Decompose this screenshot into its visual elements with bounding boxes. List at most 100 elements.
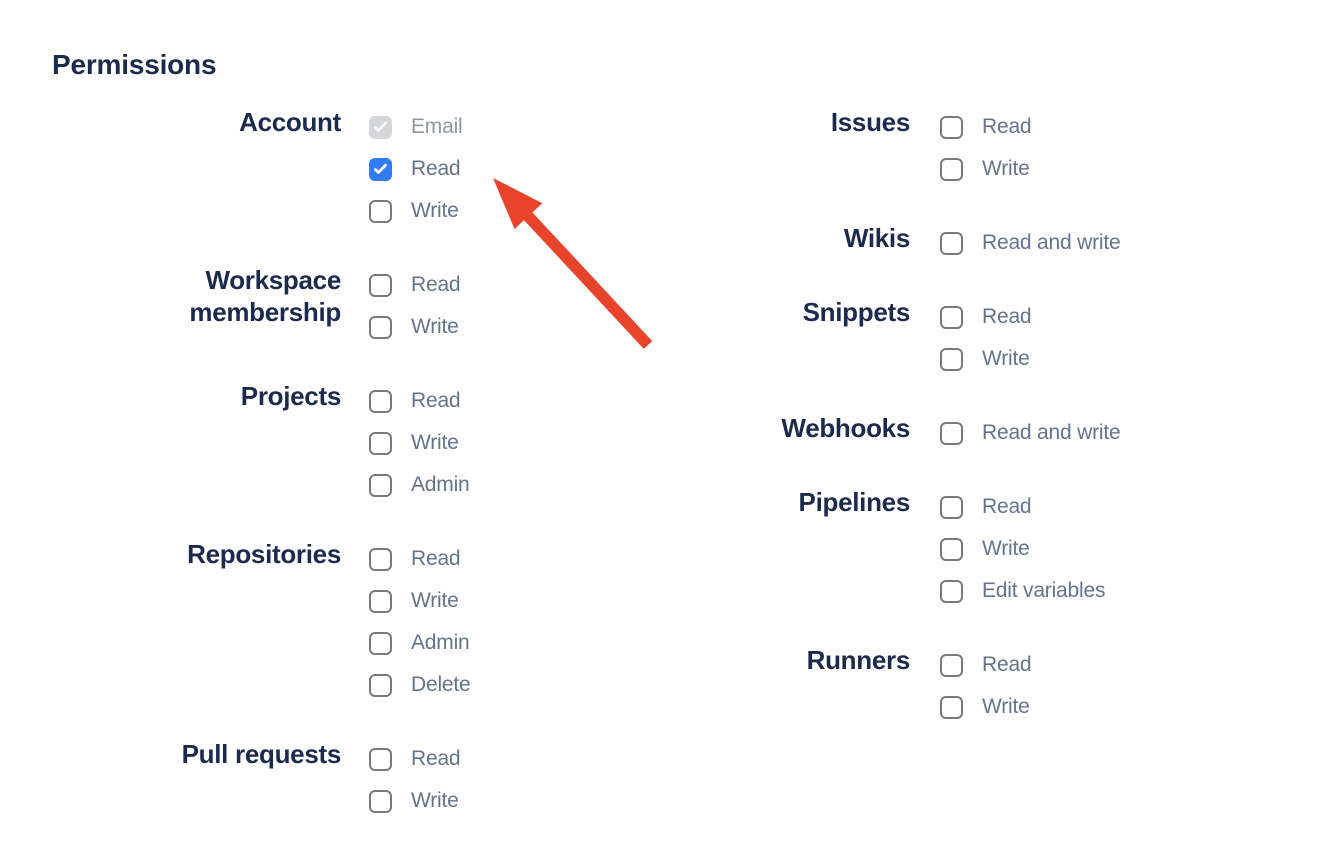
option-label: Read [411, 389, 461, 412]
option-workspace-write[interactable]: Write [369, 306, 700, 348]
group-label-workspace-membership: Workspace membership [189, 265, 341, 327]
option-repositories-admin[interactable]: Admin [369, 622, 700, 664]
group-snippets: Snippets Read Write [700, 296, 1322, 380]
option-label: Read [982, 495, 1032, 518]
option-label: Admin [411, 631, 470, 654]
projects-read-checkbox[interactable] [369, 389, 392, 413]
option-label: Delete [411, 673, 471, 696]
option-repositories-delete[interactable]: Delete [369, 664, 700, 706]
group-options-projects: Read Write Admin [369, 380, 700, 506]
group-label-issues: Issues [830, 107, 910, 137]
page-title: Permissions [52, 49, 217, 80]
option-projects-write[interactable]: Write [369, 422, 700, 464]
projects-admin-checkbox[interactable] [369, 473, 392, 497]
option-account-email: Email [369, 106, 700, 148]
option-account-write[interactable]: Write [369, 190, 700, 232]
permissions-column-left: Account Email Read Write [52, 106, 700, 844]
option-label: Write [411, 589, 459, 612]
repositories-write-checkbox[interactable] [369, 589, 392, 613]
option-pull-requests-read[interactable]: Read [369, 738, 700, 780]
group-label-repositories: Repositories [187, 539, 341, 569]
option-repositories-write[interactable]: Write [369, 580, 700, 622]
option-projects-read[interactable]: Read [369, 380, 700, 422]
option-webhooks-read-and-write[interactable]: Read and write [940, 412, 1322, 454]
group-label-account: Account [239, 107, 341, 137]
option-label: Read [411, 747, 461, 770]
workspace-read-checkbox[interactable] [369, 273, 392, 297]
runners-read-checkbox[interactable] [940, 653, 963, 677]
snippets-write-checkbox[interactable] [940, 347, 963, 371]
option-label: Write [982, 695, 1030, 718]
option-label: Write [411, 789, 459, 812]
group-pull-requests: Pull requests Read Write [52, 738, 700, 822]
option-projects-admin[interactable]: Admin [369, 464, 700, 506]
group-repositories: Repositories Read Write Admin [52, 538, 700, 706]
issues-read-checkbox[interactable] [940, 115, 963, 139]
repositories-admin-checkbox[interactable] [369, 631, 392, 655]
option-label: Write [982, 157, 1030, 180]
group-webhooks: Webhooks Read and write [700, 412, 1322, 454]
option-wikis-read-and-write[interactable]: Read and write [940, 222, 1322, 264]
account-write-checkbox[interactable] [369, 199, 392, 223]
pipelines-read-checkbox[interactable] [940, 495, 963, 519]
option-account-read[interactable]: Read [369, 148, 700, 190]
option-workspace-read[interactable]: Read [369, 264, 700, 306]
group-options-runners: Read Write [940, 644, 1322, 728]
pull-requests-read-checkbox[interactable] [369, 747, 392, 771]
option-runners-read[interactable]: Read [940, 644, 1322, 686]
group-options-issues: Read Write [940, 106, 1322, 190]
option-label: Edit variables [982, 579, 1106, 602]
option-label: Read [411, 157, 461, 180]
group-label-projects: Projects [240, 381, 342, 411]
account-read-checkbox[interactable] [369, 157, 392, 181]
group-runners: Runners Read Write [700, 644, 1322, 728]
group-options-repositories: Read Write Admin Delete [369, 538, 700, 706]
option-pipelines-read[interactable]: Read [940, 486, 1322, 528]
group-pipelines: Pipelines Read Write Edit variables [700, 486, 1322, 612]
group-issues: Issues Read Write [700, 106, 1322, 190]
workspace-write-checkbox[interactable] [369, 315, 392, 339]
repositories-read-checkbox[interactable] [369, 547, 392, 571]
group-options-workspace-membership: Read Write [369, 264, 700, 348]
option-pipelines-write[interactable]: Write [940, 528, 1322, 570]
pipelines-edit-variables-checkbox[interactable] [940, 579, 963, 603]
permissions-columns: Account Email Read Write [52, 106, 1322, 844]
option-label: Write [411, 199, 459, 222]
option-label: Write [411, 315, 459, 338]
option-issues-read[interactable]: Read [940, 106, 1322, 148]
option-label: Read [982, 115, 1032, 138]
pipelines-write-checkbox[interactable] [940, 537, 963, 561]
group-label-snippets: Snippets [802, 297, 911, 327]
checkmark-icon [373, 117, 388, 133]
permissions-column-right: Issues Read Write Wikis [700, 106, 1322, 760]
group-options-account: Email Read Write [369, 106, 700, 232]
group-options-webhooks: Read and write [940, 412, 1322, 454]
runners-write-checkbox[interactable] [940, 695, 963, 719]
option-pipelines-edit-variables[interactable]: Edit variables [940, 570, 1322, 612]
repositories-delete-checkbox[interactable] [369, 673, 392, 697]
option-label: Write [982, 347, 1030, 370]
group-options-pull-requests: Read Write [369, 738, 700, 822]
webhooks-read-and-write-checkbox[interactable] [940, 421, 963, 445]
option-label: Read [411, 547, 461, 570]
group-label-runners: Runners [806, 645, 911, 675]
option-label: Write [982, 537, 1030, 560]
pull-requests-write-checkbox[interactable] [369, 789, 392, 813]
projects-write-checkbox[interactable] [369, 431, 392, 455]
option-runners-write[interactable]: Write [940, 686, 1322, 728]
option-label: Read and write [982, 231, 1121, 254]
wikis-read-and-write-checkbox[interactable] [940, 231, 963, 255]
issues-write-checkbox[interactable] [940, 157, 963, 181]
option-issues-write[interactable]: Write [940, 148, 1322, 190]
snippets-read-checkbox[interactable] [940, 305, 963, 329]
option-snippets-write[interactable]: Write [940, 338, 1322, 380]
group-projects: Projects Read Write Admin [52, 380, 700, 506]
group-options-snippets: Read Write [940, 296, 1322, 380]
option-repositories-read[interactable]: Read [369, 538, 700, 580]
group-label-pull-requests: Pull requests [181, 739, 342, 769]
group-options-pipelines: Read Write Edit variables [940, 486, 1322, 612]
option-label: Email [411, 115, 463, 138]
option-pull-requests-write[interactable]: Write [369, 780, 700, 822]
option-snippets-read[interactable]: Read [940, 296, 1322, 338]
